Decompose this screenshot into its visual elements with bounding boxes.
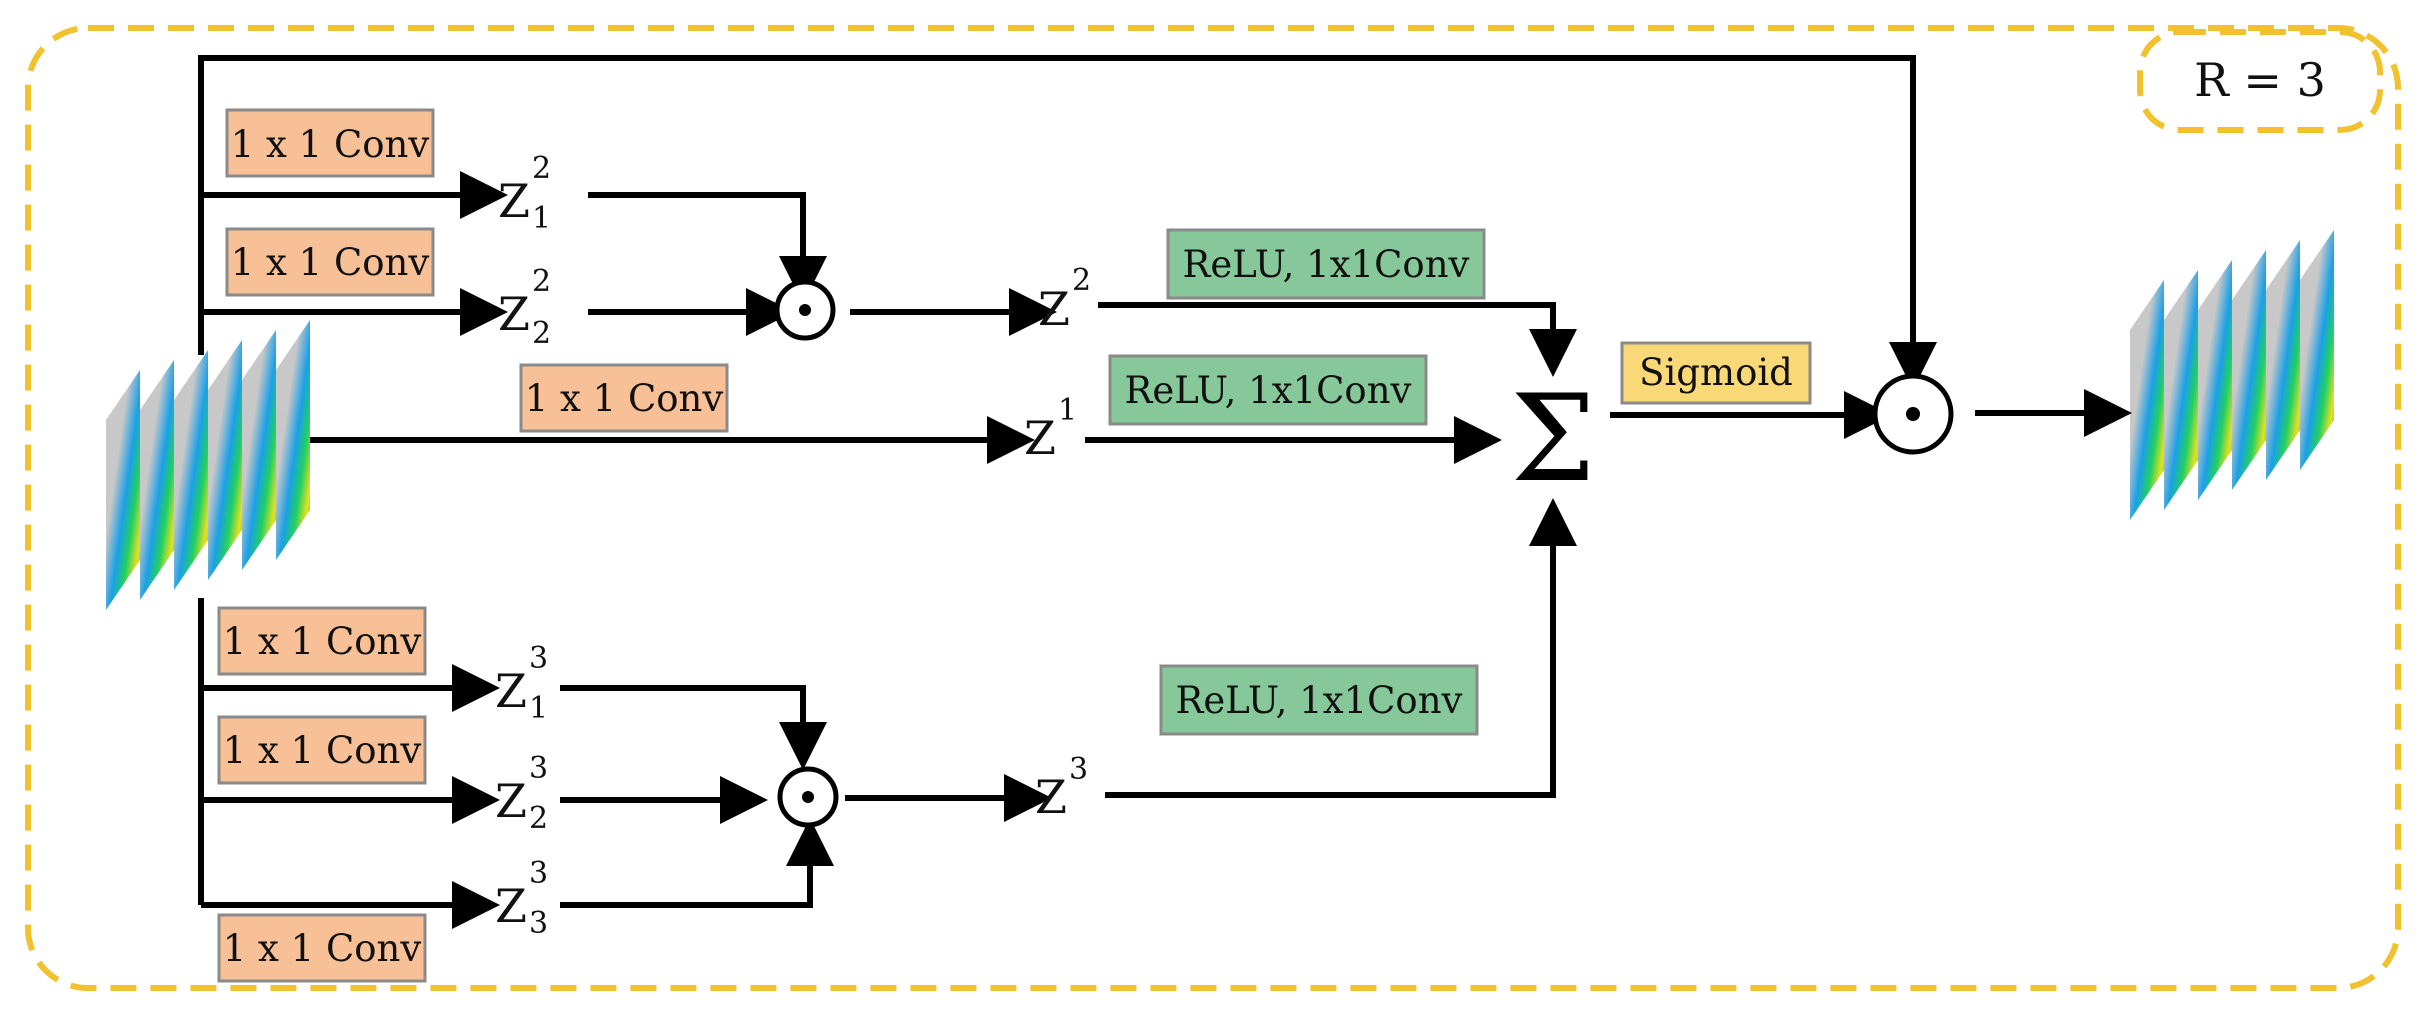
z-1-3-label: Z 3 1 — [495, 641, 548, 726]
svg-text:2: 2 — [532, 151, 551, 186]
recurrence-badge: R = 3 — [2137, 29, 2383, 133]
hadamard-product-icon — [774, 279, 836, 341]
conv-block: 1 x 1 Conv — [217, 606, 427, 676]
module-frame — [25, 25, 2401, 991]
svg-text:Z: Z — [498, 174, 530, 228]
svg-text:3: 3 — [529, 906, 548, 941]
z-2-2-label: Z 2 2 — [498, 264, 551, 351]
svg-text:1: 1 — [532, 201, 551, 236]
svg-text:Sigmoid: Sigmoid — [1639, 351, 1793, 394]
svg-text:1 x 1 Conv: 1 x 1 Conv — [231, 241, 430, 284]
z-2-3-label: Z 3 2 — [495, 751, 548, 836]
relu-conv-block: ReLU, 1x1Conv — [1166, 228, 1486, 300]
hadamard-product-icon — [1872, 373, 1954, 455]
svg-text:Z: Z — [495, 879, 527, 933]
relu-conv-block: ReLU, 1x1Conv — [1108, 354, 1428, 426]
svg-text:1 x 1 Conv: 1 x 1 Conv — [223, 729, 422, 772]
z-2-label: Z 2 — [1038, 263, 1091, 336]
input-feature-map-stack-icon — [106, 320, 310, 610]
svg-text:ReLU, 1x1Conv: ReLU, 1x1Conv — [1125, 369, 1412, 412]
svg-text:2: 2 — [1072, 263, 1091, 298]
svg-text:1 x 1 Conv: 1 x 1 Conv — [231, 123, 430, 166]
svg-text:2: 2 — [532, 316, 551, 351]
svg-text:Z: Z — [495, 664, 527, 718]
z-3-3-label: Z 3 3 — [495, 856, 548, 941]
hadamard-product-icon — [777, 766, 839, 828]
svg-text:Z: Z — [1024, 411, 1056, 465]
conv-block: 1 x 1 Conv — [217, 913, 427, 983]
output-feature-map-stack-icon — [2130, 230, 2334, 520]
svg-text:3: 3 — [529, 751, 548, 786]
svg-text:ReLU, 1x1Conv: ReLU, 1x1Conv — [1183, 243, 1470, 286]
recurrence-label: R = 3 — [2194, 53, 2326, 107]
conv-block: 1 x 1 Conv — [519, 363, 729, 433]
z-1-2-label: Z 2 1 — [498, 151, 551, 236]
svg-text:1 x 1 Conv: 1 x 1 Conv — [223, 927, 422, 970]
svg-text:1: 1 — [529, 691, 548, 726]
conv-block: 1 x 1 Conv — [225, 108, 435, 178]
svg-text:ReLU, 1x1Conv: ReLU, 1x1Conv — [1176, 679, 1463, 722]
svg-text:2: 2 — [532, 264, 551, 299]
conv-block: 1 x 1 Conv — [225, 227, 435, 297]
z-3-label: Z 3 — [1035, 752, 1088, 824]
conv-block: 1 x 1 Conv — [217, 715, 427, 785]
upper-trunk-line — [198, 55, 1937, 390]
svg-text:Z: Z — [1035, 770, 1067, 824]
svg-text:3: 3 — [1069, 752, 1088, 787]
svg-text:3: 3 — [529, 641, 548, 676]
svg-text:1: 1 — [1058, 393, 1077, 428]
svg-text:3: 3 — [529, 856, 548, 891]
relu-conv-block: ReLU, 1x1Conv — [1159, 664, 1479, 736]
svg-text:Z: Z — [1038, 282, 1070, 336]
svg-text:1 x 1 Conv: 1 x 1 Conv — [525, 377, 724, 420]
svg-text:1 x 1 Conv: 1 x 1 Conv — [223, 620, 422, 663]
z-1-label: Z 1 — [1024, 393, 1077, 465]
sigmoid-block: Sigmoid — [1620, 341, 1812, 405]
svg-text:Z: Z — [495, 774, 527, 828]
svg-text:Z: Z — [498, 287, 530, 341]
summation-icon: Σ — [1511, 370, 1596, 509]
svg-text:2: 2 — [529, 801, 548, 836]
